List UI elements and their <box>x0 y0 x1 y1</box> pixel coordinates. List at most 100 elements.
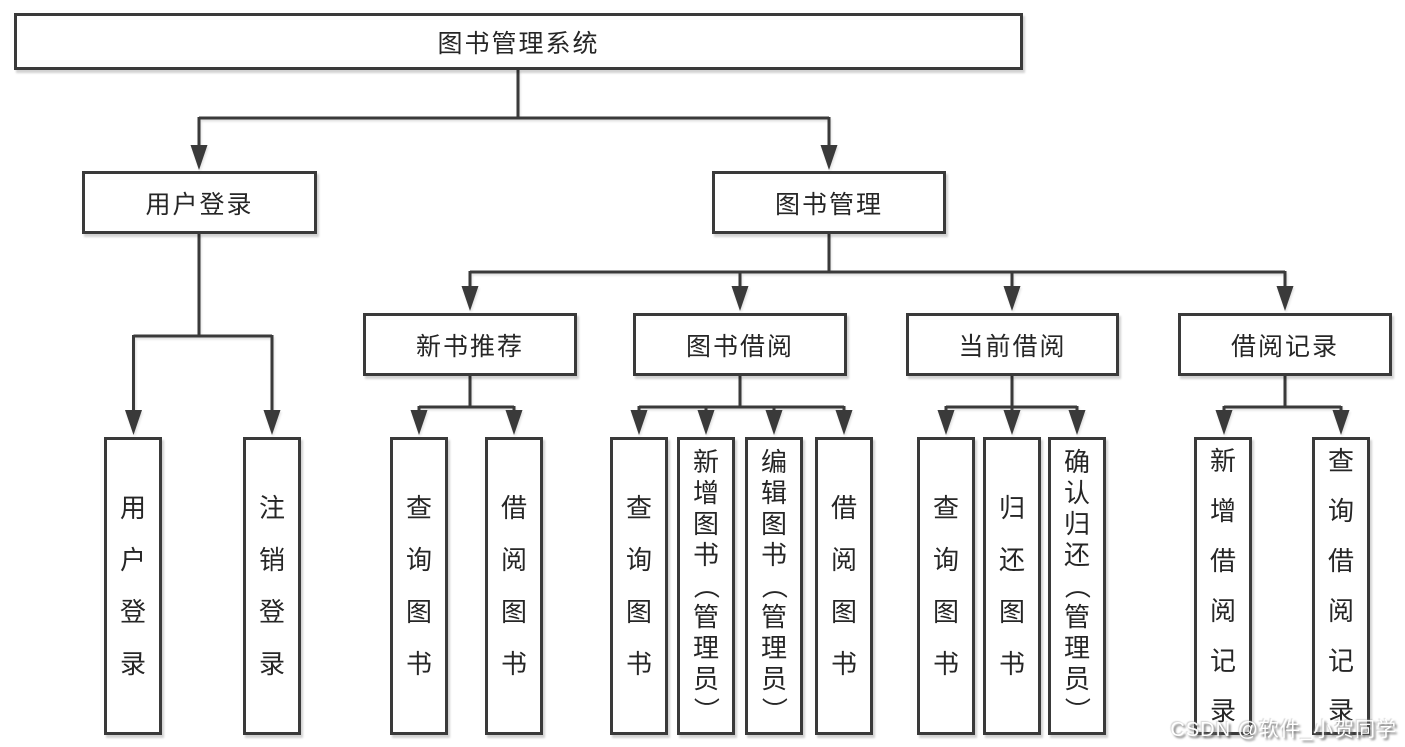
leaf-char: 书 <box>405 649 432 679</box>
leaf-logout: 注销登录 <box>243 437 301 735</box>
leaf-user-login: 用户登录 <box>104 437 162 735</box>
leaf-char: 借 <box>500 493 527 523</box>
leaf-char: 辑 <box>760 478 787 508</box>
leaf-char: 借 <box>1209 546 1236 576</box>
leaf-confirm-return-admin: 确认归还（管理员） <box>1048 437 1106 735</box>
leaf-edit-book-admin: 编辑图书（管理员） <box>745 437 803 735</box>
leaf-char: 记 <box>1327 646 1354 676</box>
arrowhead <box>125 410 142 435</box>
leaf-borrow-book: 借阅图书 <box>815 437 873 735</box>
arrowhead <box>820 145 838 170</box>
arrowhead <box>410 410 428 435</box>
arrowhead <box>263 410 281 435</box>
leaf-char: 录 <box>1209 696 1236 726</box>
leaf-char: 记 <box>1209 646 1236 676</box>
leaf-char: 归 <box>998 493 1025 523</box>
leaf-char: 理 <box>760 633 787 663</box>
leaf-char: 认 <box>1063 478 1090 508</box>
leaf-char: 询 <box>1327 496 1354 526</box>
leaf-char: 归 <box>1063 509 1090 539</box>
arrowhead <box>1276 286 1294 311</box>
arrowhead <box>461 286 479 311</box>
arrowheads <box>125 145 1350 435</box>
leaf-add-borrow-record: 新增借阅记录 <box>1194 437 1252 735</box>
connector-new-book-recommend-to-leaves <box>417 376 516 416</box>
leaf-char: 销 <box>258 545 285 575</box>
leaf-char: 书 <box>932 649 959 679</box>
leaf-borrow-book-recommend: 借阅图书 <box>485 437 543 735</box>
leaf-char: 录 <box>258 649 285 679</box>
leaf-char: ） <box>758 696 789 724</box>
leaf-char: 注 <box>258 493 285 523</box>
leaf-char: 增 <box>692 478 719 508</box>
leaf-query-book-current: 查询图书 <box>917 437 975 735</box>
connector-book-management-to-level3 <box>468 234 1287 292</box>
leaf-char: 书 <box>500 649 527 679</box>
leaf-char: 图 <box>500 597 527 627</box>
node-label: 用户登录 <box>145 190 254 219</box>
node-label: 借阅记录 <box>1230 332 1339 361</box>
leaf-char: 还 <box>1063 540 1090 570</box>
leaf-char: 图 <box>932 597 959 627</box>
leaf-char: 用 <box>119 493 146 523</box>
leaf-return-book: 归还图书 <box>983 437 1041 735</box>
node-label: 图书管理系统 <box>437 29 600 58</box>
watermark: CSDN @软件_小贺同学 <box>1170 719 1397 741</box>
arrowhead <box>835 410 853 435</box>
arrowhead <box>765 410 783 435</box>
leaf-char: 借 <box>1327 546 1354 576</box>
leaf-char: 阅 <box>1327 596 1354 626</box>
leaf-add-book-admin: 新增图书（管理员） <box>677 437 735 735</box>
arrowhead <box>1003 286 1021 311</box>
leaf-char: 户 <box>119 545 146 575</box>
arrowhead <box>731 286 749 311</box>
leaf-char: 书 <box>625 649 652 679</box>
leaf-char: 询 <box>625 545 652 575</box>
leaf-char: 询 <box>932 545 959 575</box>
leaf-char: 询 <box>405 545 432 575</box>
leaf-char: 查 <box>405 493 432 523</box>
leaf-char: 书 <box>998 649 1025 679</box>
leaf-char: 还 <box>998 545 1025 575</box>
leaf-char: 理 <box>1063 633 1090 663</box>
node-current-borrow: 当前借阅 <box>906 313 1119 376</box>
leaf-char: 录 <box>119 649 146 679</box>
leaf-char: 阅 <box>1209 596 1236 626</box>
connector-root-to-level2 <box>197 70 831 152</box>
arrowhead <box>505 410 523 435</box>
arrowhead <box>630 410 648 435</box>
arrowhead <box>937 410 955 435</box>
leaf-char: 查 <box>1327 446 1354 476</box>
leaf-char: 图 <box>405 597 432 627</box>
arrowhead <box>1332 410 1350 435</box>
leaf-char: 登 <box>258 597 285 627</box>
node-new-book-recommend: 新书推荐 <box>363 313 577 376</box>
connector-borrow-record-to-leaves <box>1222 376 1343 416</box>
node-label: 当前借阅 <box>958 332 1067 361</box>
leaf-char: 图 <box>625 597 652 627</box>
arrowhead <box>1068 410 1086 435</box>
node-label: 图书借阅 <box>685 332 794 361</box>
arrowhead <box>1003 410 1021 435</box>
leaf-char: 员 <box>760 664 787 694</box>
node-label: 图书管理 <box>774 190 883 219</box>
leaf-char: 登 <box>119 597 146 627</box>
node-user-login: 用户登录 <box>82 171 317 234</box>
leaf-char: 图 <box>760 509 787 539</box>
leaf-query-borrow-record: 查询借阅记录 <box>1312 437 1370 735</box>
leaf-char: 增 <box>1209 496 1236 526</box>
node-book-borrow: 图书借阅 <box>633 313 847 376</box>
node-label: 新书推荐 <box>415 332 524 361</box>
leaf-char: （ <box>1061 572 1092 600</box>
leaf-char: 管 <box>692 602 719 632</box>
leaf-char: 编 <box>760 447 787 477</box>
leaf-query-book-borrow: 查询图书 <box>610 437 668 735</box>
node-borrow-record: 借阅记录 <box>1178 313 1392 376</box>
leaf-char: 图 <box>692 509 719 539</box>
leaf-char: 书 <box>760 540 787 570</box>
leaf-char: 书 <box>830 649 857 679</box>
leaf-char: 管 <box>1063 602 1090 632</box>
leaf-char: 图 <box>830 597 857 627</box>
node-book-management: 图书管理 <box>712 171 946 234</box>
